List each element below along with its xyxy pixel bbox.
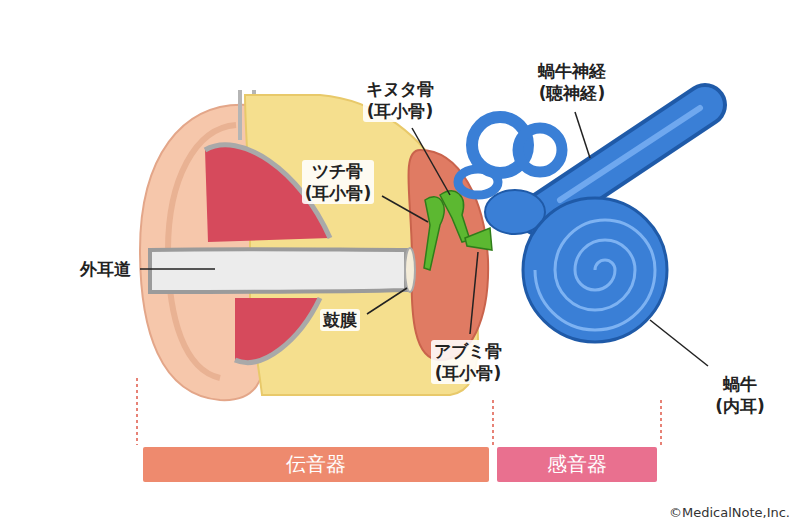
leader-line [650,320,708,366]
semicircular-canal [458,169,498,195]
eardrum [405,248,415,292]
leader-line [412,128,450,195]
range-marker [492,400,494,445]
band-title: 伝音器 [286,451,346,478]
conductive-band: 伝音器 [143,447,489,482]
leader-line [382,196,428,222]
leader-line [140,268,215,270]
incus [440,191,470,242]
stapes [465,228,492,250]
semicircular-canal [518,128,562,172]
leader-line [470,252,478,334]
middle-ear-cavity [408,150,488,360]
part-label: 鼓膜 [320,309,360,331]
cochlea-spiral [535,220,655,330]
band-title: 感音器 [547,451,607,478]
part-label: アブミ骨 (耳小骨) [431,340,505,384]
part-label: キヌタ骨 (耳小骨) [363,78,437,122]
cochlea [523,198,667,342]
range-marker [660,400,662,445]
malleus [424,197,444,270]
leader-line [575,112,590,158]
leader-lines [140,112,708,366]
sensory-band: 感音器 [497,447,657,482]
part-label: 蝸牛 (内耳) [712,373,768,417]
nerve-highlight [560,108,700,200]
leader-line [367,288,407,314]
part-label: 外耳道 [77,258,134,280]
part-label: ツチ骨 (耳小骨) [302,160,375,204]
part-label: 蝸牛神経 (聴神経) [535,60,609,104]
copyright-note: ©MedicalNote,Inc. [666,505,793,522]
range-marker [136,378,138,445]
ear-canal [150,249,406,292]
range-markers [137,378,661,445]
